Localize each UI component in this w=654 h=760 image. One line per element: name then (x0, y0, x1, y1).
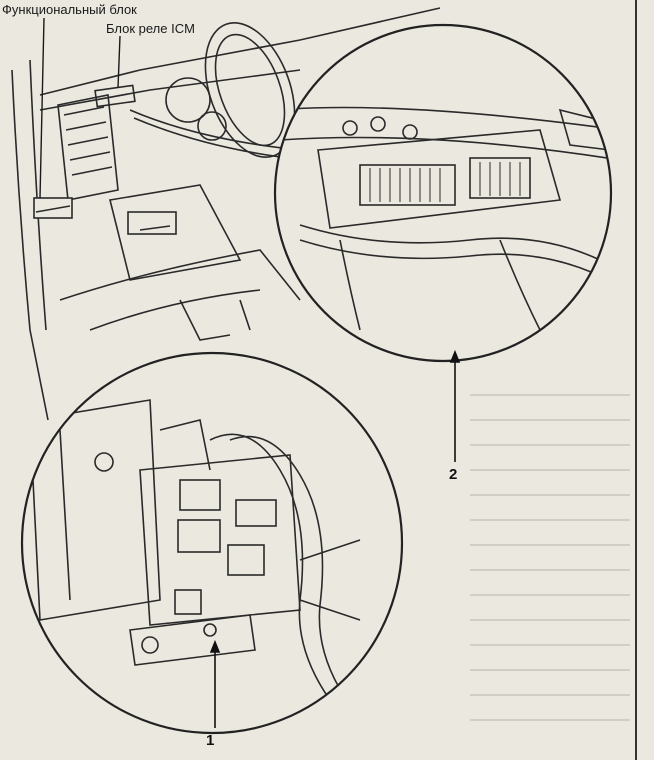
callout-leaders (209, 349, 461, 728)
icm-relay-block-label: Блок реле ICM (106, 21, 195, 36)
label-leaders (39, 17, 121, 199)
dashboard-overview (11, 7, 441, 421)
detail-1-drawing (29, 399, 361, 706)
callout-number-2: 2 (449, 466, 458, 483)
functional-block-label: Функциональный блок (2, 2, 137, 17)
detail-circle-1 (20, 351, 404, 735)
detail-2-drawing (275, 106, 611, 331)
callout-number-1: 1 (206, 732, 215, 749)
background-page-texture (470, 394, 630, 721)
detail-circle-2 (273, 23, 613, 363)
